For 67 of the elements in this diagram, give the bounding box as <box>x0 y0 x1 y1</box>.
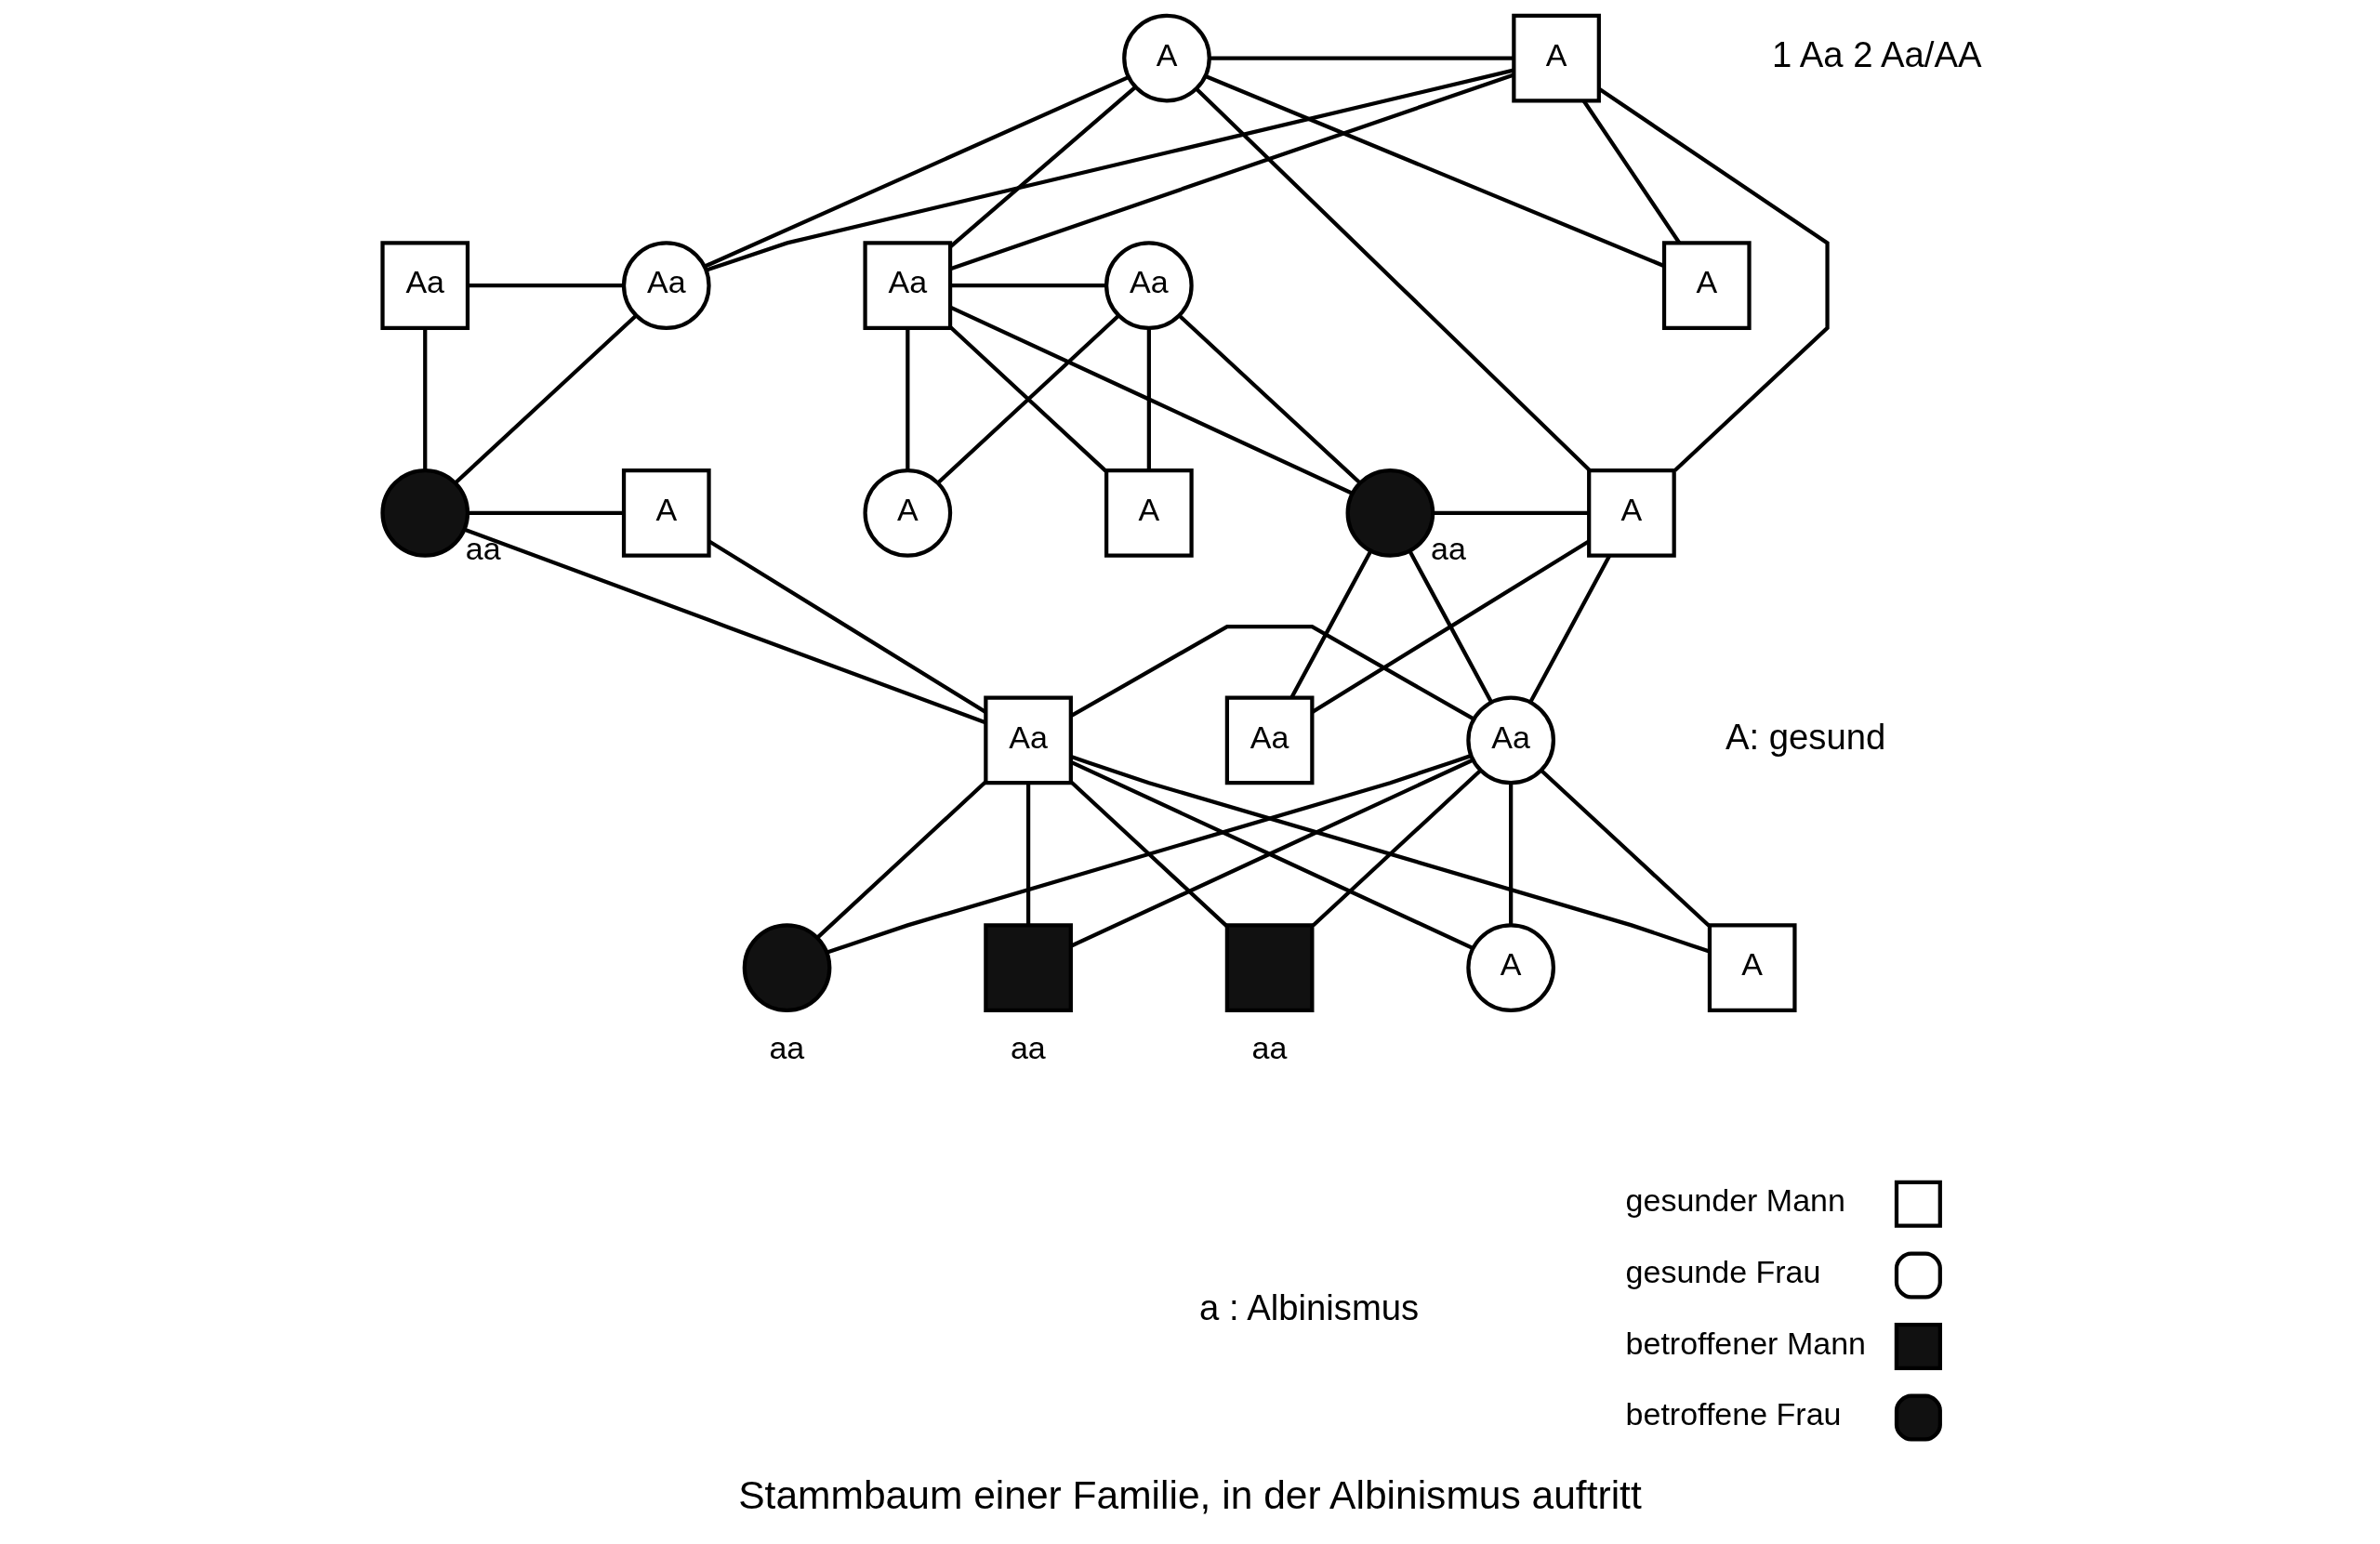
node-box: Aa <box>380 241 470 331</box>
connector <box>1509 783 1514 926</box>
node-box: A <box>1661 241 1752 331</box>
connector <box>1598 87 1830 472</box>
connector <box>816 780 987 939</box>
connector <box>1025 783 1031 926</box>
connector <box>1070 625 1474 721</box>
connector <box>1289 549 1373 699</box>
connector <box>1528 555 1611 704</box>
connector <box>468 284 624 288</box>
node-box: A <box>1104 468 1194 558</box>
connector <box>1204 74 1665 268</box>
connector <box>1178 314 1362 485</box>
connector <box>826 754 1472 955</box>
label: A: gesund <box>1725 716 1886 757</box>
node-box: Aa <box>984 695 1073 785</box>
connector <box>949 73 1514 271</box>
connector <box>1433 510 1589 515</box>
node-box: A <box>1512 13 1601 103</box>
connector <box>950 284 1106 288</box>
connector <box>1146 328 1151 470</box>
connector <box>1070 755 1711 954</box>
node-circle: A <box>863 468 953 558</box>
node-circle: A <box>1466 923 1556 1012</box>
node-box <box>1224 923 1315 1012</box>
connector <box>704 75 1130 269</box>
connector <box>1069 780 1228 928</box>
node-label: aa <box>1010 1029 1046 1065</box>
connector <box>1582 99 1682 244</box>
connector <box>948 325 1108 473</box>
connector <box>1408 549 1493 703</box>
connector <box>706 68 1514 272</box>
connector <box>906 328 910 470</box>
connector <box>1540 769 1711 928</box>
node-box: Aa <box>1224 695 1315 785</box>
connector <box>1311 769 1482 928</box>
node-box: A <box>1587 468 1676 558</box>
node-circle: Aa <box>621 241 711 331</box>
connector <box>468 510 624 515</box>
node-label: aa <box>1251 1029 1288 1065</box>
connector <box>949 305 1354 495</box>
connector <box>1209 56 1514 60</box>
connector <box>1195 87 1592 472</box>
node-label: aa <box>1431 531 1466 567</box>
node-circle: A <box>1122 13 1211 103</box>
node-box: A <box>1707 923 1797 1012</box>
node-circle: Aa <box>1104 241 1194 331</box>
connector <box>1311 539 1590 714</box>
node-circle <box>742 923 832 1012</box>
legend-label: betroffener Mann <box>1625 1325 1866 1361</box>
connector <box>707 539 987 714</box>
connector <box>454 314 638 485</box>
legend-label: gesunder Mann <box>1625 1182 1845 1219</box>
label: a : Albinismus <box>1199 1287 1420 1327</box>
connector <box>936 314 1120 485</box>
connector <box>423 328 428 470</box>
node-box <box>984 923 1073 1012</box>
legend-label: gesunde Frau <box>1625 1253 1821 1289</box>
legend-label: betroffene Frau <box>1625 1396 1842 1432</box>
label: 1 Aa 2 Aa/AA <box>1771 33 1982 74</box>
node-circle: Aa <box>1466 695 1556 785</box>
node-label: aa <box>769 1029 805 1065</box>
caption: Stammbaum einer Familie, in der Albinismus auftritt <box>738 1471 1642 1517</box>
node-label: aa <box>465 531 501 567</box>
connector <box>464 527 986 725</box>
node-box: Aa <box>863 241 953 331</box>
node-box: A <box>621 468 711 558</box>
